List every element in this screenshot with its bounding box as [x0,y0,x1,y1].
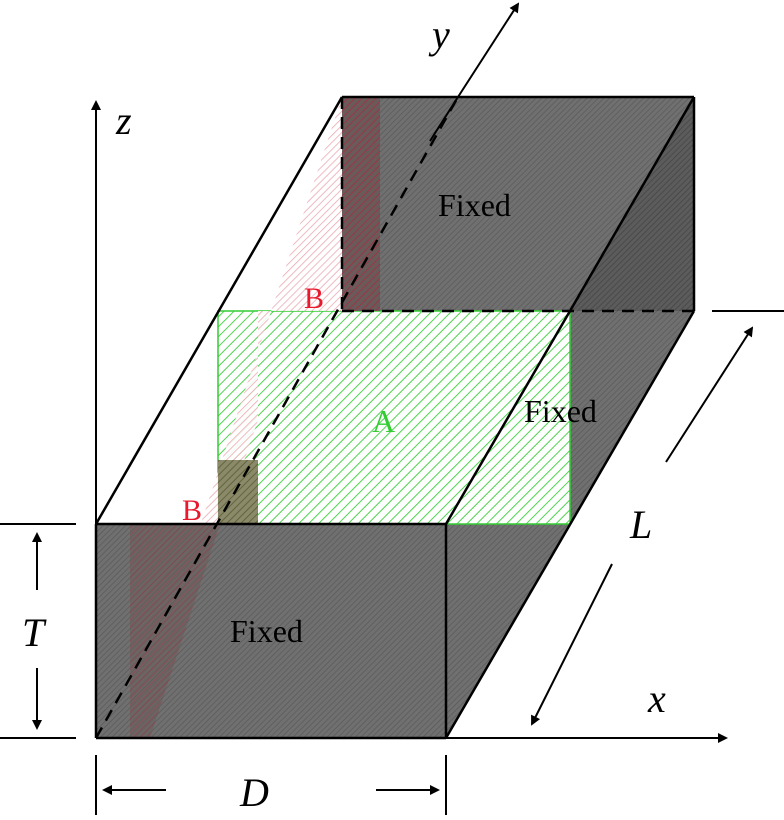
z-axis-label: z [115,98,132,143]
depth-label: D [239,770,269,815]
thickness-label: T [22,610,47,655]
region-b-front-face-strip [130,524,220,738]
y-axis [457,2,520,98]
dimension-d [95,755,447,815]
block-edges [94,95,696,740]
region-b-front-label: B [182,494,202,527]
front-face-label: Fixed [230,613,303,649]
y-axis-label: y [428,12,450,57]
dimension-l [531,310,784,726]
back-face-label: Fixed [438,187,511,223]
region-a-label: A [372,403,395,439]
region-b-back-label: B [304,282,324,315]
hidden-edges [94,96,694,739]
region-b-back-overlap [342,97,380,311]
dimension-t [0,523,76,739]
x-axis-label: x [647,676,666,721]
length-label: L [629,502,652,547]
right-face-label: Fixed [524,393,597,429]
region-b-front-overlap [218,460,258,524]
y-axis-base [429,96,459,142]
